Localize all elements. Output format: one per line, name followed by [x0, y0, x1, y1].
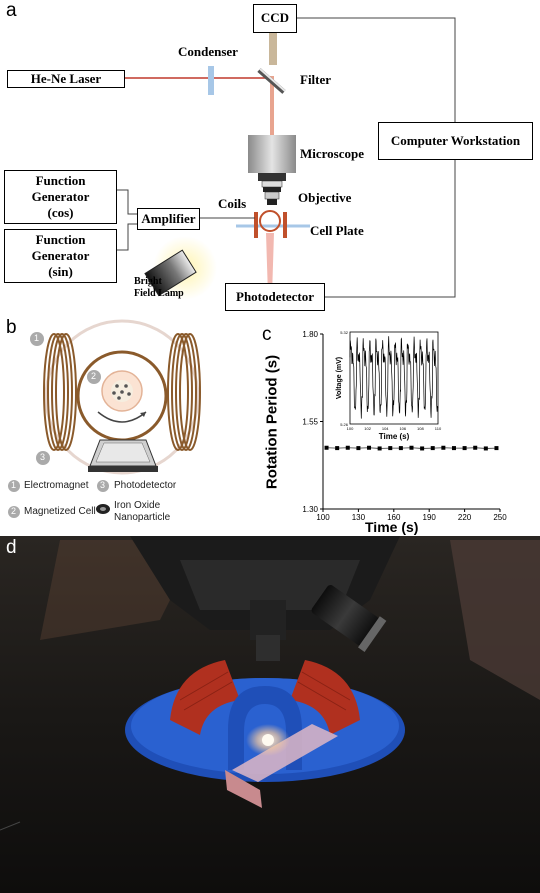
chart-point: [377, 446, 382, 451]
bright-field-lamp-icon: [144, 249, 197, 297]
ccd-stem: [269, 33, 277, 65]
inset-xlabel: Time (s): [379, 432, 410, 441]
condenser-lens: [208, 66, 214, 95]
legend-magnetized-cell: Magnetized Cell: [24, 506, 96, 517]
cell-plate-label: Cell Plate: [310, 223, 364, 238]
photodetector-connection-line: [325, 160, 456, 298]
chart-point: [494, 446, 499, 451]
inset-ylabel: Voltage (mV): [336, 357, 343, 399]
chart-point: [483, 446, 488, 451]
chart-x-tick-label: 190: [423, 513, 437, 522]
chart-point: [324, 445, 329, 450]
laser-box: He-Ne Laser: [7, 70, 125, 88]
legend-marker-2: 2: [11, 506, 17, 516]
left-electromagnet-icon: [43, 333, 77, 451]
inset-x-tick-label: 102: [364, 426, 371, 431]
coil-left: [254, 212, 258, 238]
cell-ring: [259, 210, 281, 232]
chart-point: [388, 446, 393, 451]
legend-marker-3: 3: [100, 480, 106, 490]
condenser-label: Condenser: [178, 44, 238, 59]
right-electromagnet-icon: [167, 333, 201, 451]
legend-photodetector: Photodetector: [114, 480, 177, 491]
filter-element: [257, 68, 286, 94]
marker-3: 3: [40, 452, 46, 462]
inset-x-tick-label: 110: [435, 426, 442, 431]
chart-xlabel: Time (s): [365, 519, 419, 535]
panel-label-d: d: [6, 537, 17, 558]
legend-electromagnet: Electromagnet: [24, 480, 89, 491]
chart-point: [420, 446, 425, 451]
ccd-connection-line: [297, 17, 456, 122]
inset-x-tick-label: 106: [399, 426, 406, 431]
marker-2: 2: [91, 371, 97, 381]
chart-x-tick-label: 100: [316, 513, 330, 522]
coils-label: Coils: [218, 196, 247, 211]
chart-y-tick-label: 1.80: [302, 330, 318, 339]
function-generator-sin-box: Function Generator (sin): [4, 229, 117, 283]
coil-right: [283, 212, 287, 238]
inset-y-tick-label: 5.26: [340, 422, 349, 427]
chart-x-tick-label: 130: [352, 513, 366, 522]
ccd-box: CCD: [253, 4, 297, 33]
chart-point: [430, 446, 435, 451]
chart-point: [345, 445, 350, 450]
lamp-label: Bright Field Lamp: [134, 276, 184, 299]
amplifier-box: Amplifier: [137, 208, 200, 230]
chart-x-tick-label: 160: [387, 513, 401, 522]
function-generator-cos-box: Function Generator (cos): [4, 170, 117, 224]
chart-point: [462, 446, 467, 451]
objective-label: Objective: [298, 190, 352, 205]
chart-point: [409, 445, 414, 450]
chart-point: [473, 445, 478, 450]
inset-voltage-trace: [349, 336, 439, 419]
inset-x-tick-label: 100: [347, 426, 354, 431]
chart-point: [451, 446, 456, 451]
photodetector-box: Photodetector: [225, 283, 325, 311]
legend-marker-1: 1: [11, 480, 17, 490]
legend-iron-oxide: Iron Oxide Nanoparticle: [114, 500, 171, 523]
chart-point: [398, 446, 403, 451]
chart-point: [367, 445, 372, 450]
chart-x-tick-label: 250: [493, 513, 507, 522]
panel-label-a: a: [6, 0, 17, 21]
chart-y-tick-label: 1.55: [302, 418, 318, 427]
inset-x-tick-label: 104: [382, 426, 389, 431]
chart-point: [335, 446, 340, 451]
computer-workstation-box: Computer Workstation: [378, 122, 533, 160]
chart-point: [441, 445, 446, 450]
marker-1: 1: [34, 333, 40, 343]
chart-x-tick-label: 220: [458, 513, 472, 522]
panel-label-c: c: [262, 324, 272, 345]
filter-label: Filter: [300, 72, 332, 87]
inset-x-tick-label: 108: [417, 426, 424, 431]
panel-label-b: b: [6, 317, 17, 338]
beam-to-photodetector: [266, 233, 274, 296]
microscope-label: Microscope: [300, 146, 365, 161]
microscope-body: [248, 135, 296, 173]
chart-y-tick-label: 1.30: [302, 505, 318, 514]
laser-beam-vertical: [270, 76, 274, 136]
inset-y-tick-label: 5.32: [340, 330, 349, 335]
chart-point: [356, 446, 361, 451]
